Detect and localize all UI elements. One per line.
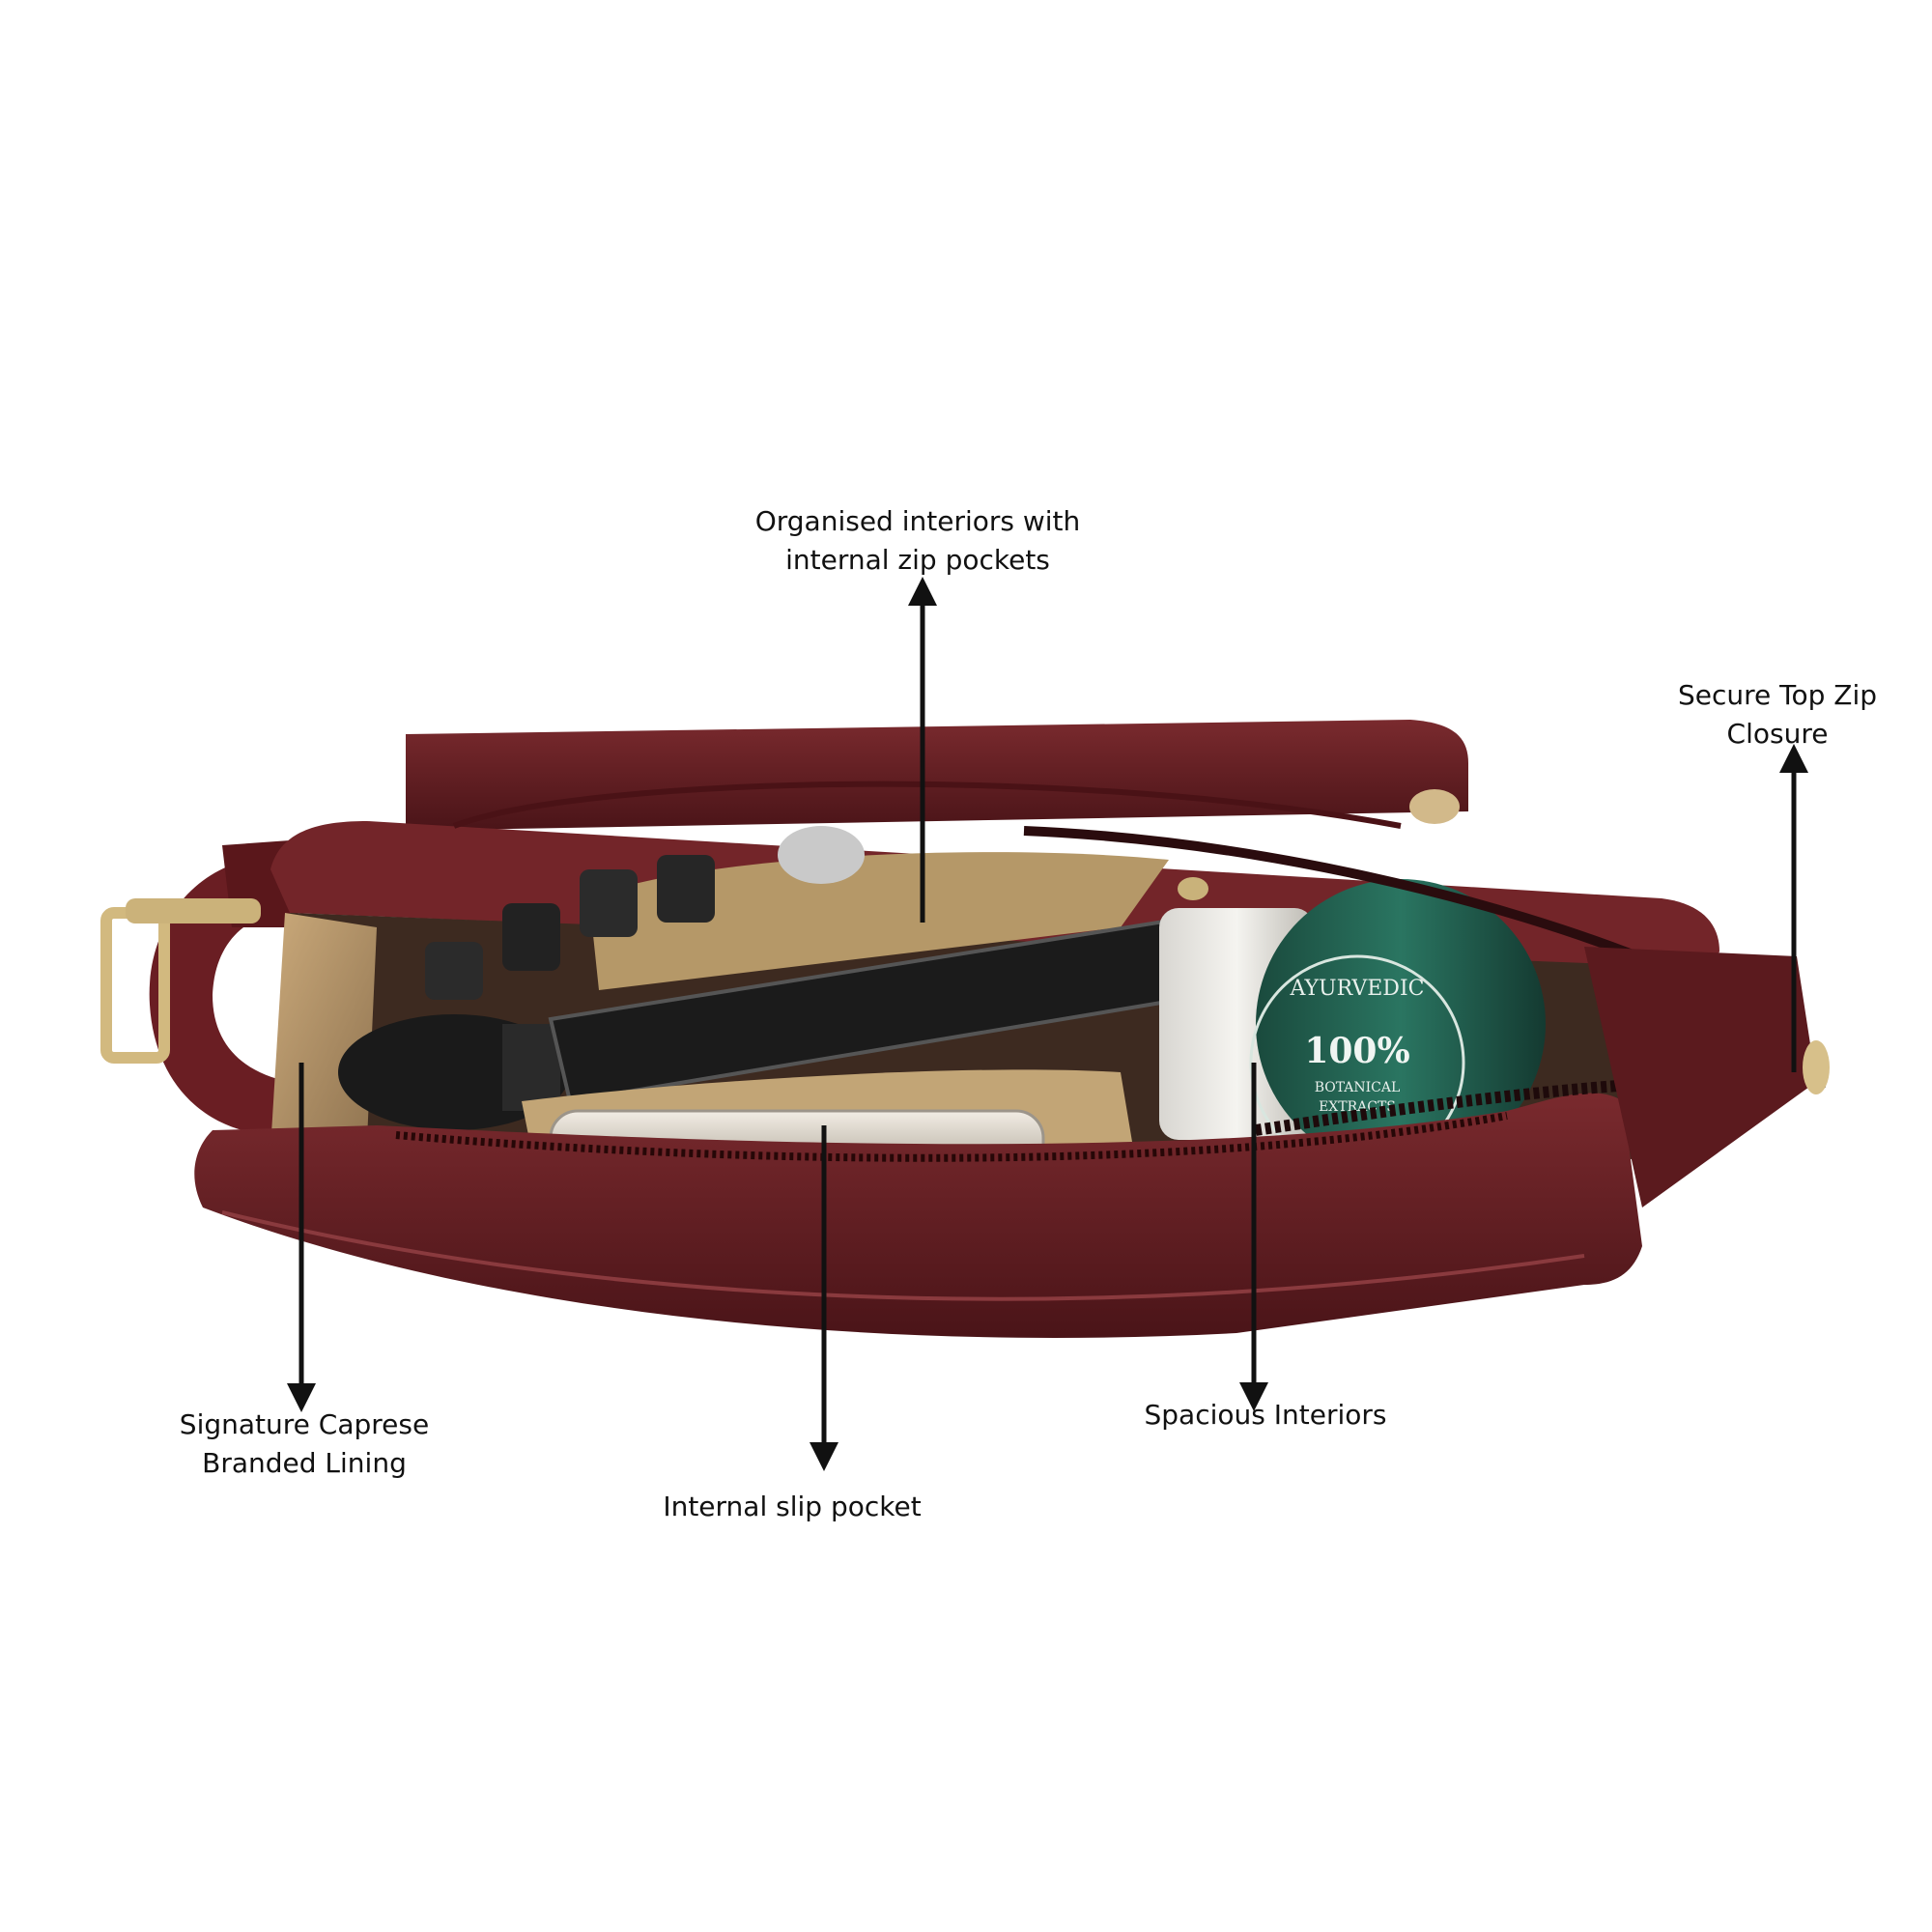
callout-signature-lining: Signature Caprese Branded Lining	[106, 1406, 502, 1483]
callout-organised-interiors: Organised interiors with internal zip po…	[599, 502, 1236, 580]
buckle	[100, 898, 261, 1064]
callout-signature-line2: Branded Lining	[202, 1447, 407, 1479]
callout-slip-line1: Internal slip pocket	[663, 1491, 922, 1522]
makeup-brush	[338, 1014, 570, 1130]
callout-organised-line2: internal zip pockets	[785, 544, 1050, 576]
callout-spacious-interiors: Spacious Interiors	[1082, 1396, 1449, 1435]
callout-slip-pocket: Internal slip pocket	[599, 1488, 985, 1526]
jar-percent-text: 100%	[1304, 1031, 1409, 1071]
top-zip	[1023, 789, 1830, 1208]
callout-signature-line1: Signature Caprese	[179, 1408, 430, 1440]
callout-secure-zip: Secure Top Zip Closure	[1623, 676, 1932, 753]
callout-organised-line1: Organised interiors with	[754, 505, 1081, 537]
callout-spacious-line1: Spacious Interiors	[1144, 1399, 1387, 1431]
jar-brand-text: AYURVEDIC	[1290, 977, 1425, 1001]
callout-secure-line1: Secure Top Zip	[1677, 679, 1878, 711]
jar-line2-text: EXTRACTS	[1319, 1099, 1396, 1115]
bag-front-panel	[194, 1093, 1643, 1338]
lipsticks	[425, 826, 865, 1000]
callout-secure-line2: Closure	[1726, 718, 1829, 750]
jar-line1-text: BOTANICAL	[1315, 1080, 1401, 1095]
